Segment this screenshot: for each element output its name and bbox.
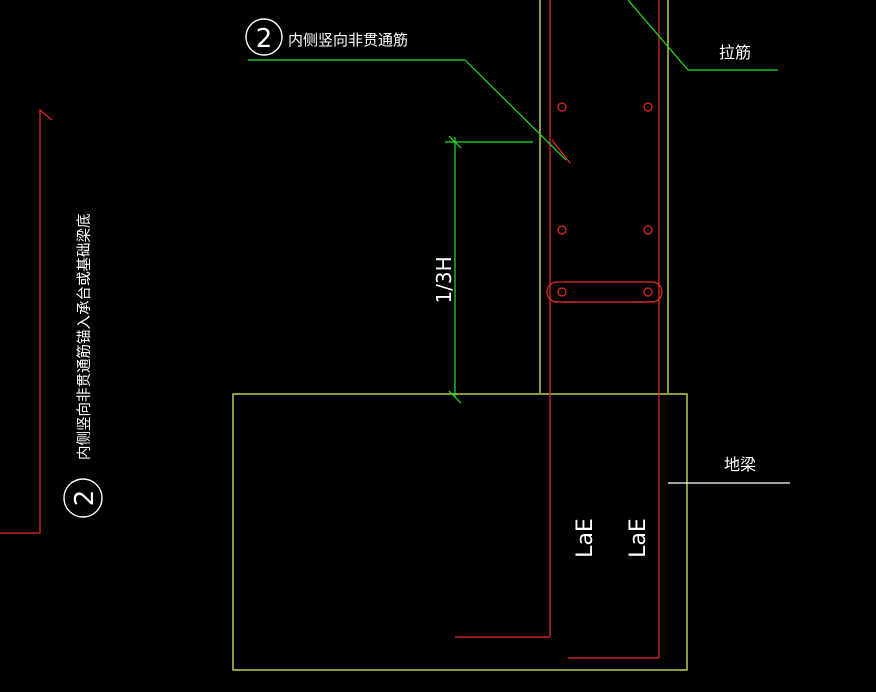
anchorage-label-1: LaE: [573, 518, 598, 558]
callout-top-number: 2: [256, 24, 273, 54]
anchorage-label-2: LaE: [626, 518, 651, 558]
callout-top-text: 内侧竖向非贯通筋: [288, 31, 408, 49]
column-outline: [539, 0, 669, 393]
tie-label: 拉筋: [719, 43, 751, 62]
ground-beam-label: 地梁: [724, 455, 756, 474]
rebar-dots: [557, 102, 653, 297]
ground-beam-outline: [232, 393, 688, 671]
callout-left-circle: [63, 478, 103, 518]
callout-left: 2 内侧竖向非贯通筋锚入承台或基础梁底: [63, 214, 103, 518]
callout-top: 2 内侧竖向非贯通筋: [245, 18, 408, 56]
column-rebars: [455, 0, 660, 659]
dimension-label: 1/3H: [432, 256, 456, 303]
left-rebar-bracket: [0, 108, 53, 534]
callout-top-circle: [245, 18, 283, 56]
callout-left-number: 2: [70, 490, 100, 507]
callout-left-text: 内侧竖向非贯通筋锚入承台或基础梁底: [76, 214, 93, 461]
tie-stirrup: [546, 281, 663, 303]
leader-lines: [248, 0, 778, 404]
